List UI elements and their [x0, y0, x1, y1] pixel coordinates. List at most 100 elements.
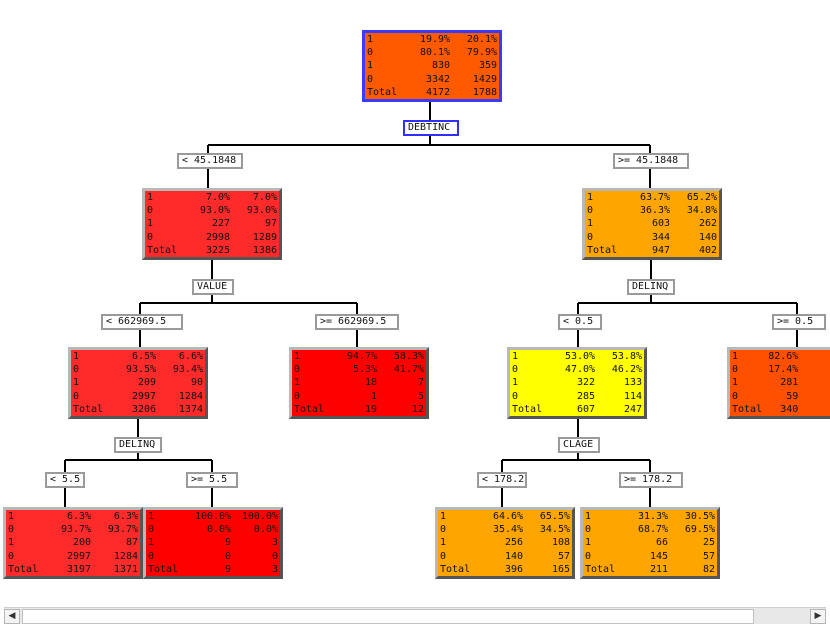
row-label: 1 — [732, 351, 739, 363]
train-value: 145 — [650, 550, 669, 562]
train-value: 3342 — [425, 73, 451, 85]
validation-value: 140 — [698, 231, 717, 243]
validation-value: 65.2% — [686, 192, 717, 204]
row-label: 1 — [148, 537, 155, 549]
row-label: 0 — [512, 390, 519, 402]
split-rule-label: < 662969.5 — [101, 314, 183, 330]
row-label: Total — [512, 403, 543, 415]
row-label: 1 — [8, 511, 15, 523]
row-label: Total — [732, 403, 763, 415]
row-label: 1 — [587, 192, 594, 204]
train-value: 256 — [505, 537, 524, 549]
validation-value: 1788 — [472, 86, 497, 98]
validation-value: 262 — [698, 218, 717, 230]
validation-value: 0.0% — [253, 524, 278, 536]
validation-value: 93.7% — [107, 524, 138, 536]
validation-value: 20.1% — [466, 34, 497, 46]
train-value: 340 — [780, 403, 799, 415]
validation-value: 7 — [417, 377, 424, 389]
validation-value: 402 — [698, 244, 717, 256]
validation-value: 69.5% — [684, 524, 715, 536]
row-label: 0 — [8, 550, 15, 562]
node-stats-row: Total 4172 1788 — [365, 86, 499, 99]
validation-value: 25 — [702, 537, 715, 549]
scroll-right-arrow-icon[interactable]: ▶ — [810, 609, 826, 624]
validation-value: 5 — [417, 390, 424, 402]
train-value: 66 — [656, 537, 669, 549]
row-label: Total — [148, 563, 179, 575]
row-label: 0 — [587, 231, 594, 243]
train-value: 209 — [138, 377, 157, 389]
validation-value: 41.7% — [393, 364, 424, 376]
train-value: 47.0% — [564, 364, 596, 376]
train-value: 3225 — [205, 244, 231, 256]
tree-connector-lines — [64, 102, 798, 507]
row-label: 0 — [732, 364, 739, 376]
train-value: 3197 — [66, 563, 92, 575]
train-value: 5.3% — [352, 364, 378, 376]
row-label: 0 — [8, 524, 15, 536]
scrollbar-thumb[interactable] — [22, 609, 754, 624]
row-label: 1 — [147, 218, 154, 230]
row-label: 1 — [148, 511, 155, 523]
train-value: 947 — [652, 244, 671, 256]
train-value: 4172 — [425, 86, 451, 98]
split-rule-label: >= 5.5 — [186, 472, 238, 488]
validation-value: 1386 — [252, 244, 277, 256]
validation-value: 93.4% — [172, 364, 203, 376]
row-label: Total — [585, 563, 616, 575]
train-value: 140 — [505, 550, 524, 562]
validation-value: 100.0% — [241, 511, 278, 523]
split-variable-label: DELINQ — [114, 437, 162, 453]
split-rule-label: < 45.1848 — [177, 153, 243, 169]
train-value: 0 — [225, 550, 232, 562]
scroll-left-arrow-icon[interactable]: ◀ — [4, 609, 20, 624]
horizontal-scrollbar[interactable]: ◀ ▶ — [4, 607, 826, 624]
row-label: Total — [587, 244, 618, 256]
row-label: 1 — [585, 511, 592, 523]
node-stats-row: Total 340 — [730, 403, 830, 416]
row-label: 0 — [367, 73, 374, 85]
row-label: 1 — [294, 377, 301, 389]
row-label: Total — [367, 86, 398, 98]
row-label: 1 — [367, 34, 374, 46]
train-value: 227 — [212, 218, 231, 230]
validation-value: 12 — [411, 403, 424, 415]
train-value: 63.7% — [639, 192, 671, 204]
row-label: 1 — [367, 60, 374, 72]
train-value: 93.5% — [125, 364, 157, 376]
validation-value: 133 — [623, 377, 642, 389]
